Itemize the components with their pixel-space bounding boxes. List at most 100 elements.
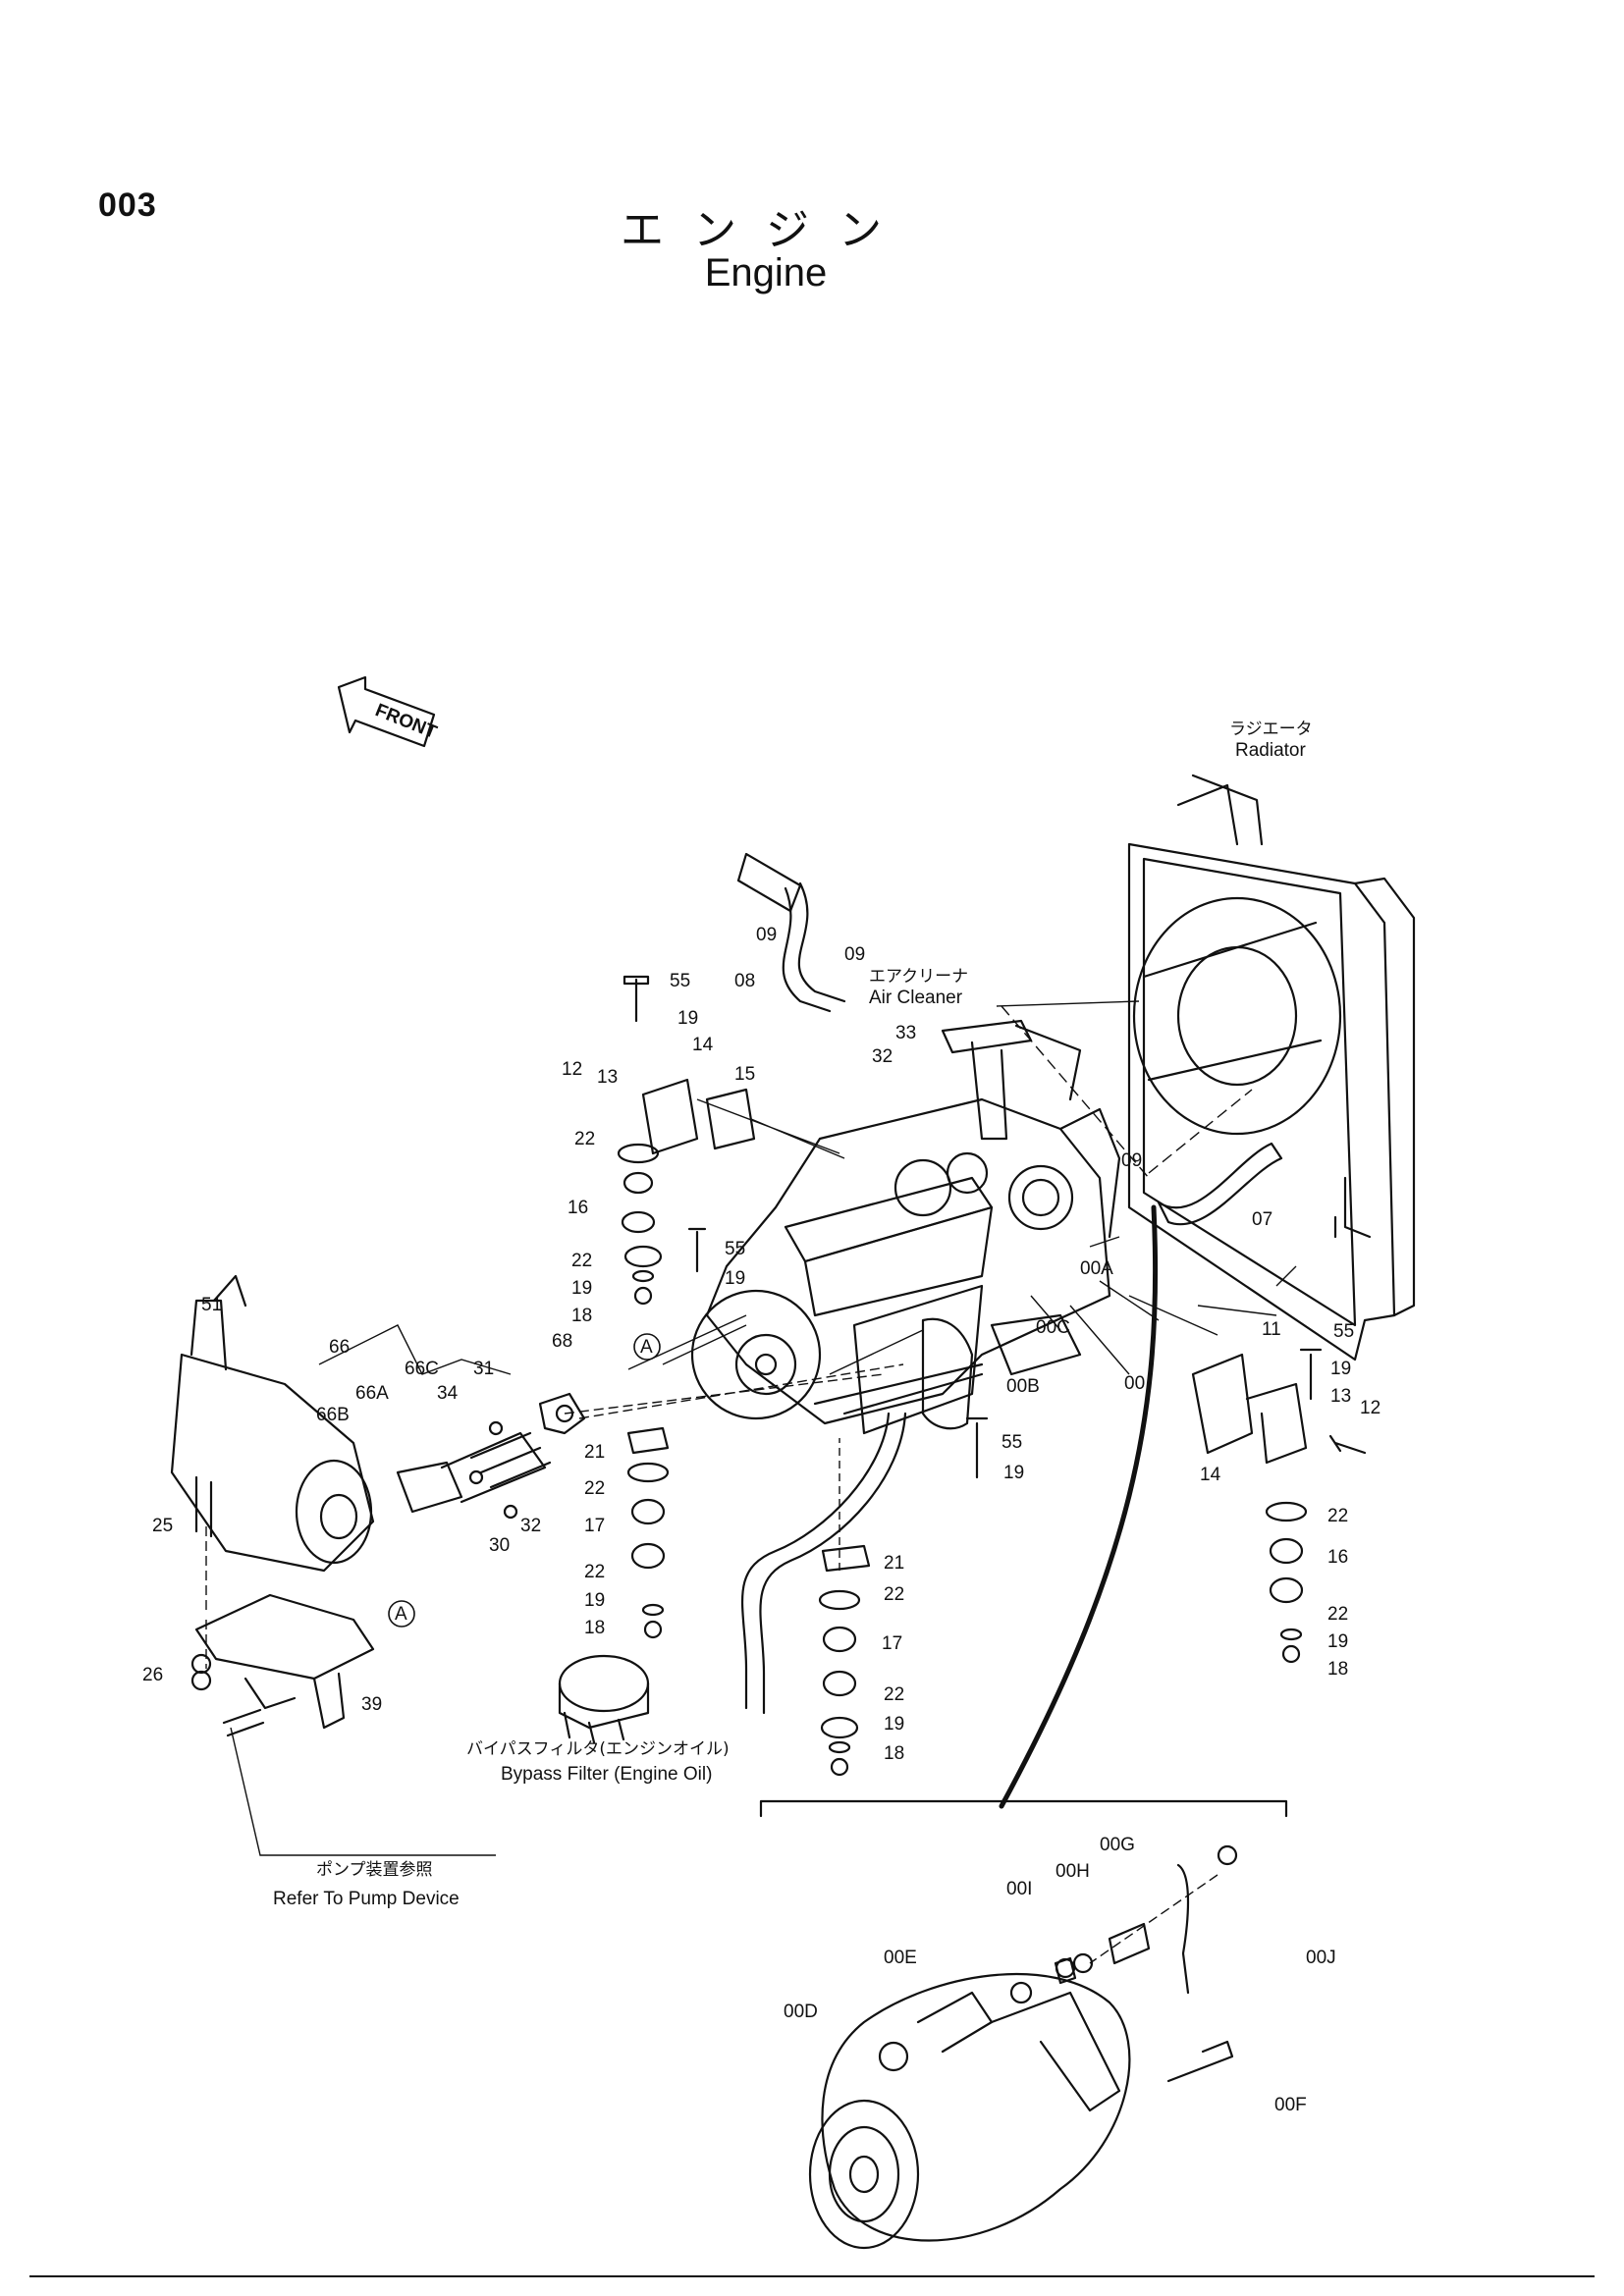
air-cleaner-pipe-drawing	[941, 1019, 1082, 1141]
callout-16: 16	[1327, 1547, 1348, 1568]
callout-22: 22	[574, 1129, 595, 1149]
title-english: Engine	[704, 251, 828, 294]
front-label: FRONT	[372, 700, 440, 743]
callout-22: 22	[884, 1684, 904, 1705]
captions: FRONT ラジエータ Radiator エアクリーナ Air Cleaner …	[273, 700, 1313, 1909]
callout-17: 17	[584, 1516, 605, 1536]
callout-66B: 66B	[316, 1405, 350, 1425]
callout-66A: 66A	[355, 1383, 389, 1404]
callout-66: 66	[329, 1337, 350, 1358]
callout-18: 18	[571, 1306, 592, 1326]
callout-15: 15	[734, 1064, 755, 1085]
callout-26: 26	[142, 1665, 163, 1685]
callout-21: 21	[584, 1442, 605, 1463]
engine-block-drawing	[690, 1097, 1121, 1715]
callout-22: 22	[584, 1562, 605, 1582]
callout-16: 16	[568, 1198, 588, 1218]
callout-00G: 00G	[1100, 1835, 1135, 1855]
callout-14: 14	[692, 1035, 714, 1055]
callout-17: 17	[882, 1633, 902, 1654]
callout-19: 19	[725, 1268, 745, 1289]
pump-reference-label: Refer To Pump Device	[273, 1889, 460, 1909]
callout-00H: 00H	[1056, 1861, 1090, 1882]
callout-30: 30	[489, 1535, 510, 1556]
callout-39: 39	[361, 1694, 382, 1715]
front-arrow	[337, 675, 436, 748]
footer-rule	[29, 2275, 1595, 2277]
detail-link-line	[999, 1204, 1159, 1809]
callout-00I: 00I	[1006, 1879, 1032, 1899]
callout-22: 22	[884, 1584, 904, 1605]
callout-18: 18	[884, 1743, 904, 1764]
right-bracket-drawing	[1191, 1348, 1367, 1664]
callout-19: 19	[884, 1714, 904, 1735]
callout-13: 13	[597, 1067, 618, 1088]
callout-labels: 09 08 09 55 19 12 13 14 15 33 32 22 16 5…	[142, 925, 1380, 2115]
callout-A: A	[640, 1337, 653, 1358]
bypass-filter-label-jp: バイパスフィルタ(エンジンオイル)	[466, 1739, 730, 1759]
bypass-filter-drawing	[558, 1654, 650, 1744]
callout-55: 55	[1001, 1432, 1022, 1453]
center-mount-drawing	[626, 1416, 989, 1639]
callout-19: 19	[677, 1008, 698, 1029]
callout-25: 25	[152, 1516, 173, 1536]
callout-22: 22	[1327, 1506, 1348, 1526]
callout-12: 12	[562, 1059, 582, 1080]
callout-19: 19	[1330, 1359, 1351, 1379]
callout-07: 07	[1252, 1209, 1272, 1230]
callout-32: 32	[520, 1516, 541, 1536]
callout-22: 22	[571, 1251, 592, 1271]
callout-09: 09	[844, 944, 865, 965]
radiator-label-jp: ラジエータ	[1229, 720, 1313, 739]
callout-00: 00	[1124, 1373, 1145, 1394]
callout-19: 19	[584, 1590, 605, 1611]
callout-09: 09	[756, 925, 777, 945]
reference-circles	[388, 1333, 661, 1628]
muffler-drawing	[170, 1274, 586, 1573]
callout-32: 32	[872, 1046, 893, 1067]
callout-00B: 00B	[1006, 1376, 1040, 1397]
muffler-stay-drawing	[190, 1593, 375, 1737]
lower-hose-drawing	[1157, 1142, 1283, 1226]
right-center-mount-drawing	[818, 1544, 871, 1777]
radiator-label: Radiator	[1235, 740, 1306, 761]
callout-21: 21	[884, 1553, 904, 1574]
page-code: 003	[98, 187, 157, 224]
callout-13: 13	[1330, 1386, 1351, 1407]
callout-00D: 00D	[784, 2002, 818, 2022]
title-japanese: エンジン	[621, 205, 911, 255]
callout-34: 34	[437, 1383, 459, 1404]
air-cleaner-label-jp: エアクリーナ	[869, 967, 968, 987]
callout-00C: 00C	[1036, 1317, 1070, 1338]
upper-hose-drawing	[736, 852, 846, 1013]
callout-00A: 00A	[1080, 1258, 1113, 1279]
callout-55: 55	[725, 1239, 745, 1259]
callout-18: 18	[1327, 1659, 1348, 1680]
callout-08: 08	[734, 971, 755, 991]
callout-14: 14	[1200, 1465, 1221, 1485]
callout-55: 55	[670, 971, 690, 991]
radiator-drawing	[1127, 774, 1416, 1362]
callout-22: 22	[584, 1478, 605, 1499]
pump-reference-label-jp: ポンプ装置参照	[316, 1860, 433, 1880]
callout-A: A	[395, 1604, 407, 1625]
callout-31: 31	[473, 1359, 494, 1379]
callout-19: 19	[1327, 1631, 1348, 1652]
callout-11: 11	[1262, 1319, 1281, 1340]
left-mount-drawing	[617, 975, 756, 1306]
callout-12: 12	[1360, 1398, 1380, 1418]
callout-00E: 00E	[884, 1948, 917, 1968]
air-cleaner-label: Air Cleaner	[869, 988, 963, 1008]
callout-00F: 00F	[1274, 2095, 1307, 2115]
callout-68: 68	[552, 1331, 572, 1352]
bypass-filter-label: Bypass Filter (Engine Oil)	[501, 1764, 712, 1785]
callout-22: 22	[1327, 1604, 1348, 1625]
callout-19: 19	[571, 1278, 592, 1299]
callout-66C: 66C	[405, 1359, 439, 1379]
callout-19: 19	[1003, 1463, 1024, 1483]
callout-51: 51	[201, 1295, 222, 1315]
callout-33: 33	[895, 1023, 916, 1043]
callout-00J: 00J	[1306, 1948, 1336, 1968]
callout-18: 18	[584, 1618, 605, 1638]
